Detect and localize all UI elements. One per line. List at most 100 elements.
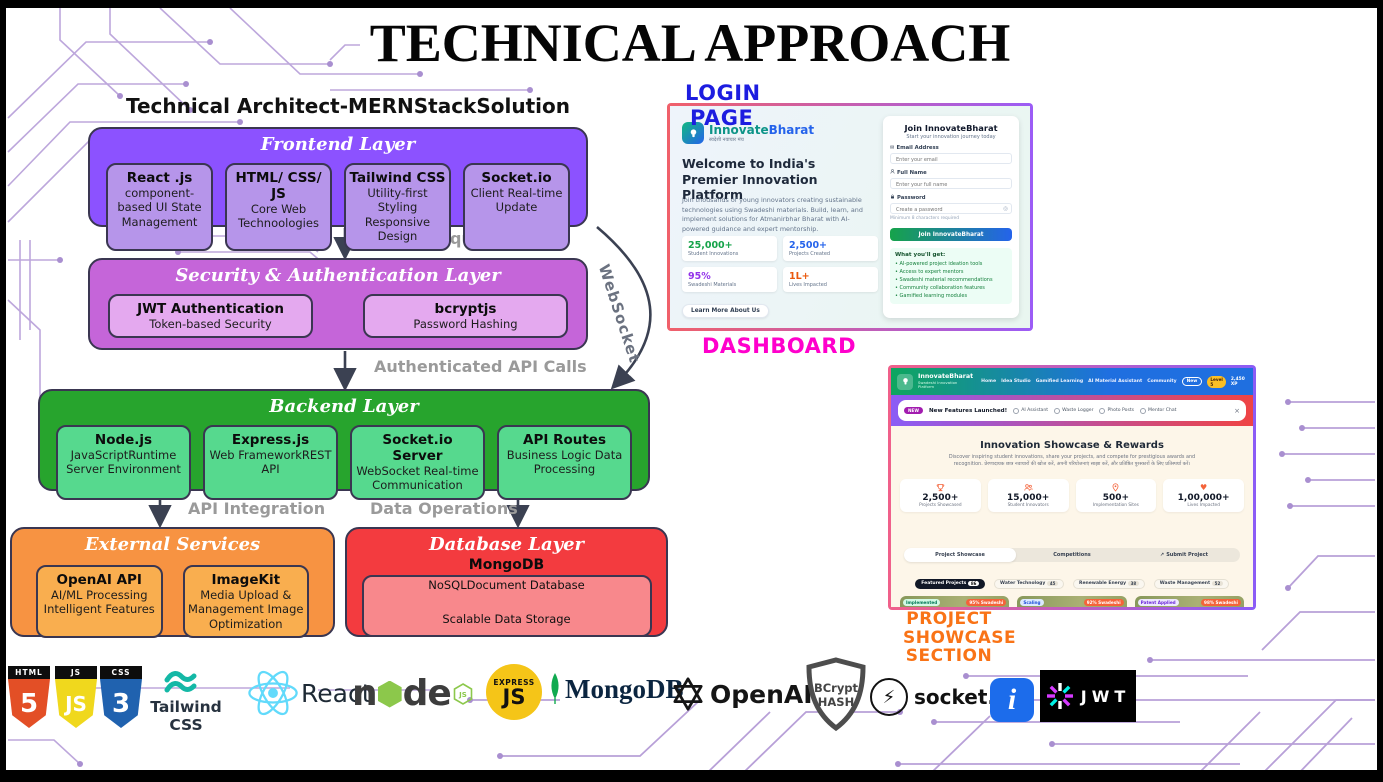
banner-item-photo-posts[interactable]: Photo Posts — [1099, 408, 1134, 414]
jwt-star-icon — [1046, 683, 1073, 709]
mongodb-logo: MongoDB — [547, 672, 684, 706]
form-title: Join InnovateBharat — [904, 123, 998, 133]
lightbulb-icon — [682, 122, 704, 144]
eye-icon[interactable]: ◎ — [1003, 206, 1008, 212]
swadeshi-badge: 98% Swadeshi — [1201, 599, 1241, 606]
flow-label-data-operations: Data Operations — [370, 499, 518, 518]
jwt-logo: JWT — [1040, 670, 1136, 722]
benefit-item: Access to expert mentors — [895, 268, 1007, 276]
learn-more-button[interactable]: Learn More About Us — [682, 304, 769, 318]
mongodb-leaf-icon — [551, 673, 559, 704]
password-hint: Minimum 8 characters required — [890, 216, 960, 221]
external-services-layer: External Services OpenAI API AI/ML Proce… — [10, 527, 335, 639]
arch-card-imagekit: ImageKit Media Upload & Management Image… — [182, 565, 309, 639]
react-logo: React — [246, 666, 372, 720]
arch-card-tailwind: Tailwind CSS Utility-first Styling Respo… — [344, 163, 451, 251]
dashboard-stats: 2,500+ Projects Showcased 15,000+ Studen… — [900, 479, 1244, 512]
backend-layer: Backend Layer Node.js JavaScriptRuntime … — [38, 389, 650, 500]
project-card[interactable]: Patent Applied 98% Swadeshi — [1134, 596, 1244, 607]
stat-card: 25,000+ Student Innovations — [682, 236, 777, 261]
login-description: Join thousands of young innovators creat… — [682, 196, 863, 233]
nav-item-community[interactable]: Community — [1147, 379, 1177, 384]
password-field[interactable] — [894, 204, 1012, 215]
bcrypt-hash-logo: BCrypt HASH — [803, 656, 869, 738]
openai-logo: OpenAI — [670, 676, 813, 712]
arch-card-expressjs: Express.js Web FrameworkREST API — [203, 425, 338, 500]
flow-label-auth-api: Authenticated API Calls — [374, 357, 587, 376]
features-banner: NEW New Features Launched! AI Assistant … — [891, 395, 1253, 426]
person-icon — [890, 169, 895, 176]
envelope-icon: ✉ — [890, 145, 895, 151]
stat-card: 2,500+ Projects Created — [783, 236, 878, 261]
new-button[interactable]: New — [1181, 377, 1203, 386]
project-showcase-label: PROJECT SHOWCASE SECTION — [903, 609, 1017, 667]
project-card[interactable]: Implemented 95% Swadeshi — [900, 596, 1010, 607]
login-stats: 25,000+ Student Innovations 2,500+ Proje… — [682, 236, 878, 292]
join-button[interactable]: Join InnovateBharat — [890, 228, 1012, 241]
node-hexagon-icon — [377, 680, 402, 708]
showcase-tabs: Project Showcase Competitions ↗Submit Pr… — [904, 548, 1240, 562]
banner-item-waste-logger[interactable]: Waste Logger — [1054, 408, 1093, 414]
lightbulb-icon — [897, 373, 913, 390]
tab-competitions[interactable]: Competitions — [1053, 552, 1091, 558]
nodejs-logo: n d e JS — [352, 674, 473, 714]
benefit-item: AI-powered project ideation tools — [895, 260, 1007, 268]
svg-text:HASH: HASH — [818, 695, 854, 709]
tab-project-showcase[interactable]: Project Showcase — [904, 548, 1016, 562]
people-icon — [988, 483, 1069, 493]
banner-item-mentor-chat[interactable]: Mentor Chat — [1140, 408, 1176, 414]
database-layer-title: Database Layer — [428, 534, 585, 555]
arch-card-react: React .js component-based UI State Manag… — [106, 163, 213, 251]
brand-tagline: स्वदेशी नवाचार मंच — [709, 137, 744, 143]
arch-card-socketio-server: Socket.io Server WebSocket Real-time Com… — [350, 425, 485, 500]
nav-item-idea-studio[interactable]: Idea Studio — [1001, 379, 1031, 384]
project-cards: Implemented 95% Swadeshi Scaling 92% Swa… — [900, 596, 1244, 607]
dashboard-navbar: InnovateBharat Swadeshi Innovation Platf… — [891, 368, 1253, 395]
email-field[interactable] — [894, 154, 1012, 165]
css3-logo: CSS 3 — [100, 666, 142, 728]
arch-card-nodejs: Node.js JavaScriptRuntime Server Environ… — [56, 425, 191, 500]
tailwind-css-logo: Tailwind CSS — [134, 670, 238, 734]
login-heading: Welcome to India's Premier Innovation Pl… — [682, 156, 818, 203]
stat-card: ♥ 1,00,000+ Lives Impacted — [1163, 479, 1244, 512]
stat-card: 1L+ Lives Impacted — [783, 267, 878, 292]
arch-card-openai-api: OpenAI API AI/ML Processing Intelligent … — [36, 565, 163, 639]
socketio-bolt-icon: ⚡ — [870, 678, 908, 716]
heart-icon: ♥ — [1200, 483, 1208, 492]
submit-arrow-icon: ↗ — [1159, 552, 1165, 558]
banner-item-ai-assistant[interactable]: AI Assistant — [1013, 408, 1048, 414]
new-pill: NEW — [904, 407, 923, 414]
nav-item-gamified-learning[interactable]: Gamified Learning — [1035, 379, 1084, 384]
page-title: TECHNICAL APPROACH — [369, 13, 1011, 73]
frontend-layer-title: Frontend Layer — [260, 134, 416, 155]
nav-item-home[interactable]: Home — [981, 379, 997, 384]
trophy-icon — [900, 483, 981, 493]
swadeshi-badge: 95% Swadeshi — [966, 599, 1007, 606]
close-icon[interactable]: × — [1234, 406, 1240, 415]
signup-form-card: Join InnovateBharat Start your innovatio… — [883, 116, 1019, 318]
showcase-description: Discover inspiring student innovations, … — [948, 454, 1196, 468]
arch-card-bcryptjs: bcryptjs Password Hashing — [363, 294, 568, 339]
status-badge: Scaling — [1020, 599, 1044, 606]
login-page-label-line2: PAGE — [690, 106, 754, 130]
showcase-heading: Innovation Showcase & Rewards — [980, 440, 1164, 451]
tailwind-waves-icon — [164, 671, 197, 693]
status-badge: Patent Applied — [1137, 599, 1179, 606]
project-card[interactable]: Scaling 92% Swadeshi — [1017, 596, 1127, 607]
database-layer: Database Layer MongoDB NoSQLDocument Dat… — [345, 527, 668, 637]
nav-item-ai-material-assistant[interactable]: AI Material Assistant — [1088, 379, 1143, 384]
location-pin-icon — [1076, 483, 1157, 493]
full-name-field[interactable] — [894, 179, 1012, 190]
express-js-logo: EXPRESS JS — [486, 664, 542, 720]
level-badge: Level 5 — [1207, 375, 1226, 388]
lock-icon — [890, 194, 895, 201]
stat-card: 95% Swadeshi Materials — [682, 267, 777, 292]
frame-border-top — [0, 0, 1383, 8]
login-page-screenshot: InnovateBharat स्वदेशी नवाचार मंच Welcom… — [667, 103, 1033, 331]
stat-card: 15,000+ Student Innovators — [987, 479, 1069, 512]
tab-submit-project[interactable]: ↗Submit Project — [1159, 552, 1209, 558]
